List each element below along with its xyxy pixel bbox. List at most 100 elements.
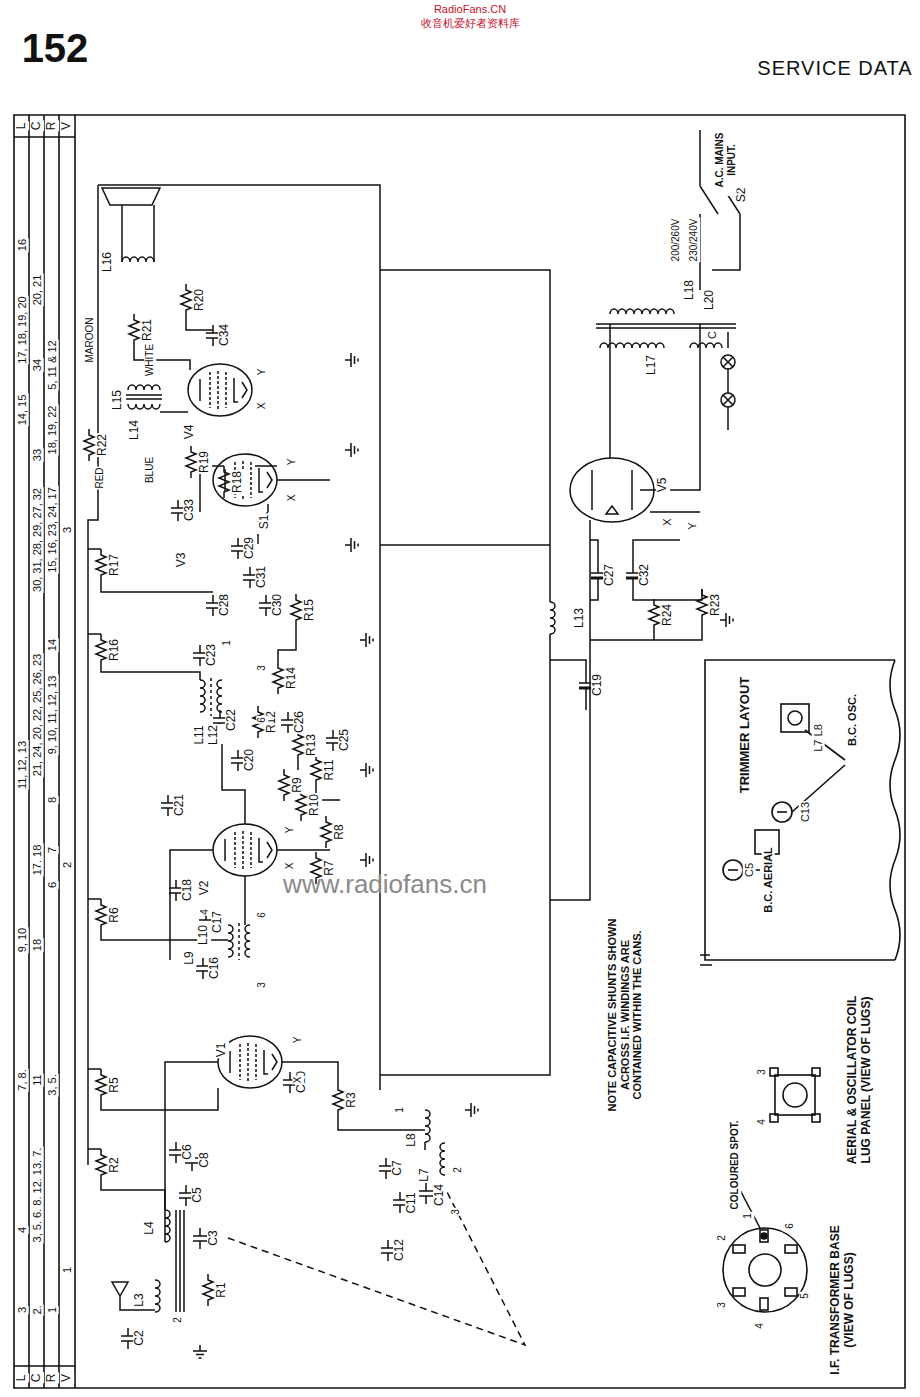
component-label: C34 (218, 323, 232, 347)
speaker-lead (122, 205, 154, 262)
component-label: R1 (215, 1281, 229, 1298)
resistor-symbol (311, 754, 321, 786)
component-label: X (661, 517, 674, 526)
component-label: L10 (197, 924, 211, 946)
component-label: L15 (111, 389, 125, 411)
resistor-symbol (96, 1069, 106, 1101)
ground-symbol (360, 763, 373, 777)
strip-reference: 18, 19, 22 (46, 405, 59, 456)
page-header: SERVICE DATA (756, 57, 913, 80)
strip-reference: R (45, 1373, 59, 1384)
component-symbols (84, 257, 733, 1358)
pin-number: 2 (172, 1316, 184, 1324)
strip-reference: 17. 18 (31, 844, 44, 877)
note-text: AERIAL & OSCILLATOR COIL LUG PANEL (VIEW… (846, 984, 874, 1176)
strip-reference: L (15, 122, 29, 131)
ground-symbol (465, 1103, 478, 1117)
note-text: NOTE CAPACITIVE SHUNTS SHOWN ACROSS I.F.… (606, 914, 644, 1116)
strip-reference: 5, 11 & 12 (46, 339, 59, 390)
component-label: R17 (108, 553, 122, 577)
component-label: R9 (291, 776, 305, 793)
pin-number: 4 (756, 1118, 768, 1126)
component-label: 230/240V (688, 218, 700, 263)
coil-symbol (217, 680, 222, 712)
strip-reference: 3 (16, 1306, 29, 1314)
component-label: C20 (243, 748, 257, 772)
coil-symbol (122, 257, 154, 262)
ground-symbol (360, 633, 373, 647)
component-label: R7 (323, 859, 337, 876)
component-label: C11 (405, 1191, 419, 1214)
aerial-coil-core (176, 1210, 184, 1312)
component-label: C13 (799, 801, 812, 823)
pilot-lamp-lead (727, 332, 729, 430)
strip-reference: 7 (46, 846, 59, 854)
component-label: R14 (285, 666, 299, 690)
component-label: C21 (173, 793, 187, 817)
resistor-symbol (697, 589, 707, 621)
component-label: L3 (133, 1292, 147, 1307)
wiring (88, 185, 702, 1242)
component-label: R2 (108, 1156, 122, 1173)
component-label: C29 (243, 536, 257, 560)
watermark: RadioFans.CN (433, 3, 507, 16)
pin-number: X (286, 494, 298, 503)
pin-number: X (292, 1076, 304, 1085)
component-label: R21 (141, 318, 155, 342)
pin-number: X (256, 402, 268, 411)
component-label: C17 (211, 910, 225, 934)
strip-reference: 11 (31, 1073, 44, 1086)
strip-reference: 3 (61, 526, 74, 534)
component-label: R20 (193, 288, 207, 312)
component-label: C32 (638, 563, 652, 587)
ground-symbol (345, 353, 358, 367)
coil-symbol (200, 680, 205, 712)
pin-number: 1 (221, 639, 233, 647)
page-number: 152 (21, 25, 90, 71)
strip-reference: 17, 18, 19, 20 (16, 295, 29, 364)
component-label: C23 (205, 643, 219, 667)
ground-symbol (193, 1345, 207, 1358)
component-label: R8 (333, 823, 347, 840)
pin-number: Y (284, 826, 296, 835)
resistor-symbol (279, 769, 289, 801)
strip-reference: 2. (31, 1304, 44, 1315)
resistor-symbol (129, 314, 139, 346)
component-label: L17 (645, 354, 659, 376)
component-label: BLUE (144, 456, 156, 484)
component-label: L9 (183, 950, 197, 965)
strip-reference: 30, 31, 28, 29, 27, 32 (31, 487, 44, 593)
pin-number: 3 (256, 664, 268, 672)
component-label: L11 (193, 724, 207, 745)
coil-symbol (600, 343, 632, 348)
pin-number: 6 (784, 1222, 796, 1230)
component-label: V2 (198, 880, 212, 897)
pin-number: 6 (256, 716, 268, 724)
component-label: MAROON (84, 317, 96, 364)
pin-number: 4 (754, 1322, 766, 1330)
component-label: C26 (293, 710, 307, 734)
component-label: C16 (208, 956, 222, 980)
note-text: COLOURED SPOT. (729, 1120, 741, 1211)
coil-symbol (165, 1210, 170, 1242)
choke-symbol (550, 602, 555, 634)
pin-number: 6 (256, 911, 268, 919)
pin-number: 1 (742, 1212, 754, 1220)
mains-switch (700, 186, 740, 290)
strip-reference: V (60, 121, 74, 131)
component-label: C3 (207, 1229, 221, 1246)
rectifier-symbol (570, 458, 654, 522)
component-label: L12 (207, 724, 221, 746)
component-label: R22 (96, 433, 110, 457)
note-text: B.C. OSC. (846, 693, 859, 747)
component-label: L18 (683, 279, 697, 301)
resistor-symbol (291, 594, 301, 626)
coil-symbol (425, 1110, 430, 1142)
component-label: C7 (391, 1159, 405, 1176)
strip-reference: 21, 24, 20, 22, 25, 26, 23 (31, 653, 44, 777)
strip-reference: 6 (46, 881, 59, 889)
rectifier-electrodes (592, 470, 632, 514)
component-label: R6 (108, 906, 122, 923)
strip-reference: 33 (31, 448, 44, 462)
